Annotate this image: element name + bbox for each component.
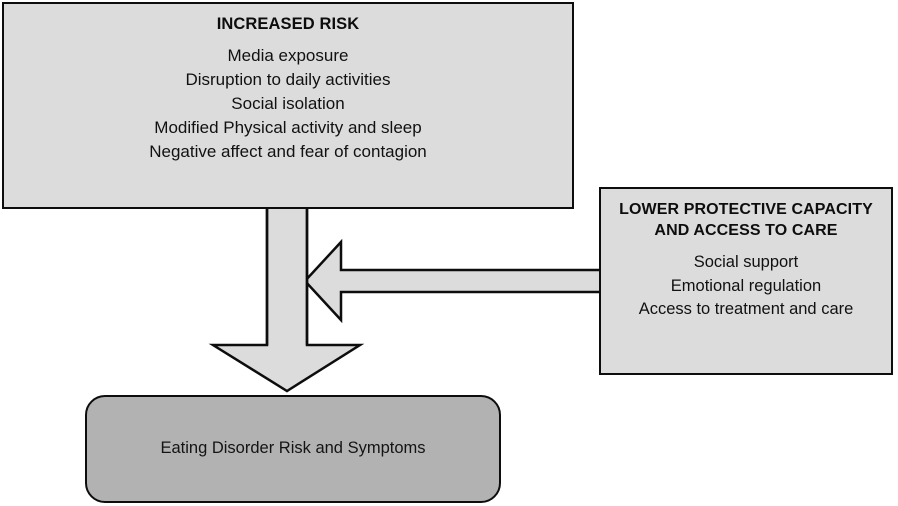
increased-risk-item: Disruption to daily activities [185, 69, 391, 89]
arrow-lower-protective-to-main [303, 238, 606, 324]
increased-risk-item: Social isolation [231, 94, 345, 114]
lower-protective-item: Access to treatment and care [638, 300, 854, 319]
increased-risk-item: Modified Physical activity and sleep [154, 118, 422, 138]
lower-protective-item: Social support [693, 253, 799, 272]
node-eating-disorder-outcome: Eating Disorder Risk and Symptoms [85, 395, 501, 503]
increased-risk-items: Media exposure Disruption to daily activ… [149, 44, 427, 165]
lower-protective-title-line-2: AND ACCESS TO CARE [654, 222, 838, 240]
lower-protective-items: Social support Emotional regulation Acce… [639, 251, 854, 321]
increased-risk-title: INCREASED RISK [216, 15, 360, 33]
eating-disorder-label: Eating Disorder Risk and Symptoms [160, 439, 426, 458]
node-increased-risk: INCREASED RISK Media exposure Disruption… [2, 2, 574, 209]
lower-protective-title-line-1: LOWER PROTECTIVE CAPACITY [619, 201, 873, 218]
increased-risk-item: Negative affect and fear of contagion [149, 142, 427, 162]
lower-protective-item: Emotional regulation [670, 276, 822, 295]
increased-risk-item: Media exposure [227, 45, 349, 65]
node-lower-protective-capacity: LOWER PROTECTIVE CAPACITY AND ACCESS TO … [599, 187, 893, 375]
